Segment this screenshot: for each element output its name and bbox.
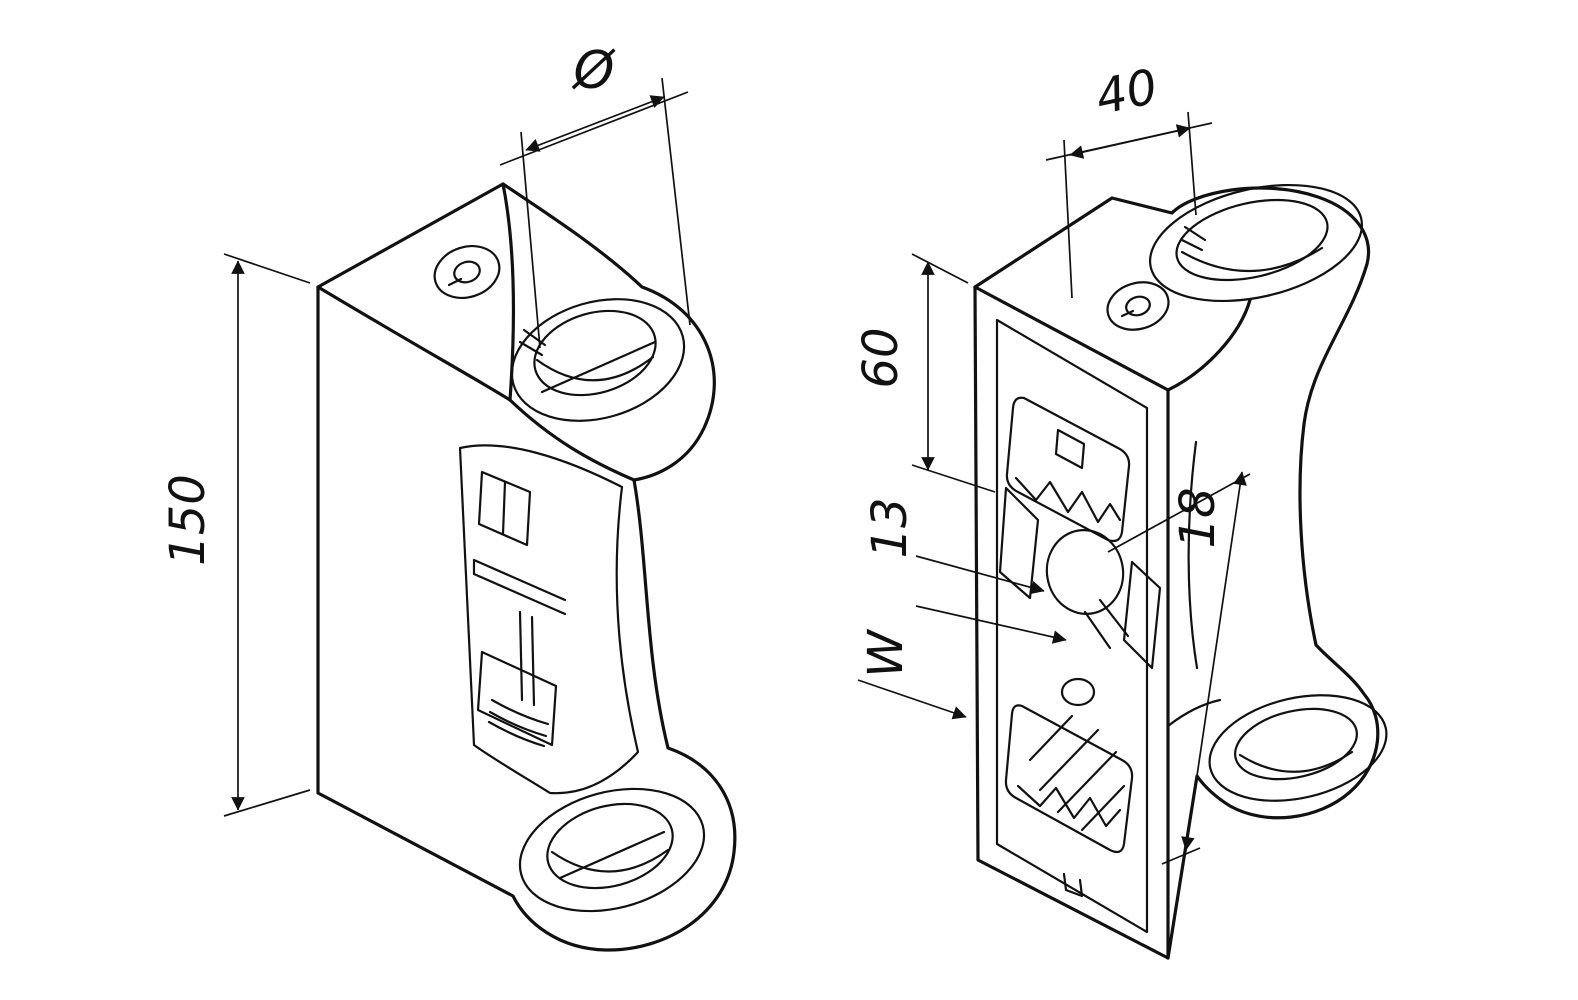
right-topface-ring-edge [1166,298,1252,392]
left-top-hole-notch [518,328,547,357]
right-bottom-slot-diagonals [1028,714,1126,832]
right-top-ring-crescent [1180,246,1324,273]
right-center-hole-slot-lines [1083,598,1130,650]
right-dim-upper-depth: 60 [853,253,996,493]
right-small-hole [1060,677,1096,707]
right-bottom-ring-crescent [1238,750,1354,773]
top-width-extension-line-left [1063,139,1073,299]
left-bottom-ring-bore [546,802,674,890]
dim-height-label: 150 [160,474,216,566]
dim-top-width-label: 40 [1091,59,1162,126]
dim-diameter-label: Ø [572,41,617,101]
diameter-dimension-underline [499,91,689,166]
dim-hole-offset-label: 18 [1170,487,1226,548]
right-dim-hole-small: 13 [862,497,1067,644]
right-body-silhouette [973,186,1380,960]
left-top-hole-chord [540,340,657,394]
hole-small-leader-1 [915,555,1045,595]
right-right-wedge [1122,560,1162,670]
left-window-inner-block [477,470,532,547]
left-window-ribs [518,610,536,707]
right-left-wedge [998,486,1040,600]
dim-width-label: W [858,629,914,678]
left-top-hole-bore [533,309,657,397]
right-dim-top-width: 40 [1045,59,1213,299]
left-screw-slot [447,277,463,287]
right-top-slot-zigzag [1014,476,1122,524]
hole-offset-dimension-line [1181,471,1247,851]
right-face-inset-panel [995,318,1149,934]
hole-small-leader-2 [915,605,1067,644]
left-screw-ring [433,245,501,299]
left-top-hole-rim [510,298,686,422]
left-bottom-ring-chord [558,830,666,880]
right-bottom-slot-outline [1004,704,1134,854]
left-top-hole-crescent [535,355,655,382]
diameter-extension-line-left [520,131,541,349]
left-window-spring-lines [487,698,550,748]
left-bottom-ring-rim [518,787,706,913]
right-center-hole [1045,529,1125,615]
left-view: Ø 150 [160,41,737,952]
height-extension-line-bottom [223,789,311,817]
right-bottom-slot-zigzag [1016,784,1122,828]
right-screw-center [1125,295,1151,317]
left-bottom-ring-crescent [550,848,670,873]
right-dim-hole-offset: 18 [1107,471,1251,865]
dim-upper-depth-label: 60 [853,327,909,388]
upper-depth-extension-line-top [911,253,969,284]
left-screw-center [453,260,481,284]
left-dim-height: 150 [160,253,311,817]
top-width-dimension-line [1069,124,1191,159]
right-screw-slot [1120,309,1135,318]
dim-hole-small-label: 13 [862,497,918,558]
right-dim-width: W [857,629,967,720]
left-bracket-body [316,182,737,952]
diameter-extension-line-right [661,77,691,326]
right-face-top-edge [973,285,1170,392]
diameter-dimension-line [525,95,665,152]
right-screw-ring [1106,281,1170,331]
left-window-shelf [472,558,567,616]
right-bracket-body [973,183,1388,960]
right-top-ring-rim [1148,183,1364,303]
left-window-cutout [458,444,640,795]
width-leader [857,679,967,720]
right-view: 40 60 13 W 18 [853,59,1388,960]
left-dim-diameter: Ø [499,41,691,349]
height-extension-line-top [223,253,311,284]
right-top-ring-notch [1180,225,1207,252]
right-top-ring-bore [1175,198,1329,282]
left-window-clamp-block [476,650,558,747]
right-top-slot-notch [1054,428,1086,470]
right-bottom-edge-notch [1062,872,1084,898]
